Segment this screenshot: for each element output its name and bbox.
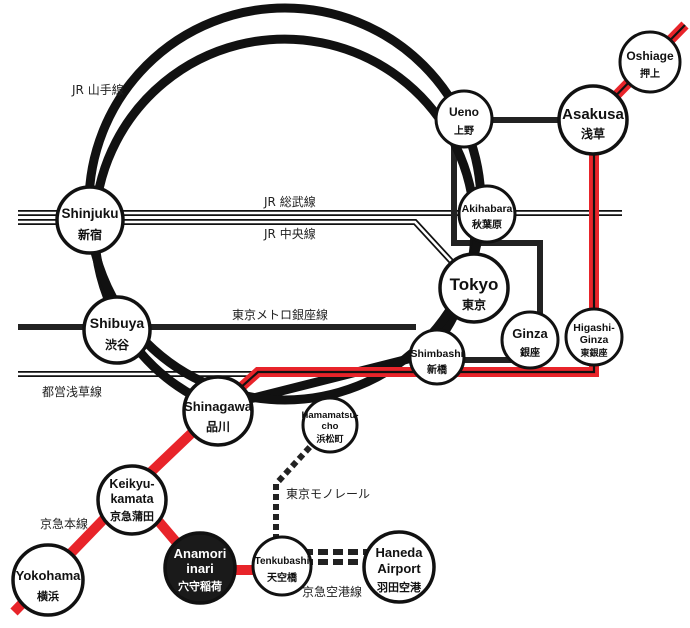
toei-asakusa-line-east	[214, 21, 689, 412]
station-anamori-inari-en-1: Anamori	[174, 546, 227, 561]
station-akihabara-jp: 秋葉原	[472, 218, 502, 231]
station-shimbashi-en: Shimbashi	[410, 348, 463, 360]
station-ginza-en: Ginza	[512, 326, 548, 341]
label-tokyo-monorail: 東京モノレール	[286, 487, 370, 501]
station-haneda-airport-en-2: Airport	[377, 561, 421, 576]
station-asakusa[interactable]: Asakusa 浅草	[557, 84, 629, 156]
station-oshiage[interactable]: Oshiage 押上	[618, 30, 682, 94]
label-toei-asakusa: 都営浅草線	[42, 384, 102, 399]
station-shibuya[interactable]: Shibuya 渋谷	[82, 295, 152, 365]
station-shibuya-jp: 渋谷	[105, 337, 130, 352]
station-ueno-en: Ueno	[449, 105, 479, 119]
station-yokohama[interactable]: Yokohama 横浜	[11, 543, 85, 617]
station-ueno[interactable]: Ueno 上野	[434, 89, 494, 149]
station-keikyu-kamata[interactable]: Keikyu- kamata 京急蒲田	[96, 464, 168, 536]
station-haneda-airport-en-1: Haneda	[376, 545, 424, 560]
station-shinagawa-jp: 品川	[206, 420, 230, 434]
station-keikyu-kamata-en-1: Keikyu-	[109, 477, 154, 491]
label-jr-sobu: JR 総武線	[263, 194, 316, 209]
station-shibuya-en: Shibuya	[90, 315, 145, 331]
station-tokyo[interactable]: Tokyo 東京	[438, 252, 510, 324]
station-shinjuku-en: Shinjuku	[62, 206, 119, 221]
station-shinagawa-en: Shinagawa	[184, 399, 253, 414]
station-anamori-inari-en-2: inari	[186, 561, 213, 576]
station-hamamatsucho-en-2: cho	[322, 421, 339, 432]
station-hamamatsucho[interactable]: Hamamatsu- cho 浜松町	[301, 396, 359, 454]
label-keikyu-main: 京急本線	[40, 516, 88, 531]
station-tenkubashi-jp: 天空橋	[267, 571, 298, 584]
station-akihabara[interactable]: Akihabara 秋葉原	[457, 184, 517, 244]
station-higashi-ginza[interactable]: Higashi- Ginza 東銀座	[564, 307, 624, 367]
station-yokohama-jp: 横浜	[37, 589, 59, 603]
station-oshiage-jp: 押上	[640, 67, 660, 80]
station-tokyo-en: Tokyo	[450, 275, 499, 294]
station-yokohama-en: Yokohama	[16, 568, 82, 583]
station-tenkubashi-en: Tenkubashi	[255, 556, 310, 567]
station-shimbashi[interactable]: Shimbashi 新橋	[408, 328, 466, 386]
station-ueno-jp: 上野	[454, 124, 474, 137]
station-keikyu-kamata-en-2: kamata	[110, 492, 154, 506]
station-hamamatsucho-en-1: Hamamatsu-	[301, 410, 358, 421]
station-haneda-airport[interactable]: Haneda Airport 羽田空港	[362, 530, 436, 604]
station-shinjuku[interactable]: Shinjuku 新宿	[55, 185, 125, 255]
station-akihabara-en: Akihabara	[462, 203, 513, 215]
station-ginza-jp: 銀座	[520, 346, 540, 359]
station-higashi-ginza-en-2: Ginza	[580, 334, 609, 346]
station-higashi-ginza-en-1: Higashi-	[573, 322, 615, 334]
station-anamori-inari-jp: 穴守稲荷	[178, 579, 222, 593]
station-anamori-inari[interactable]: Anamori inari 穴守稲荷	[163, 531, 237, 605]
station-oshiage-en: Oshiage	[626, 49, 674, 63]
station-shimbashi-jp: 新橋	[427, 363, 448, 376]
station-keikyu-kamata-jp: 京急蒲田	[110, 509, 154, 523]
station-shinagawa[interactable]: Shinagawa 品川	[182, 375, 254, 447]
station-ginza[interactable]: Ginza 銀座	[500, 310, 560, 370]
label-jr-yamanote: JR 山手線	[71, 82, 124, 97]
station-shinjuku-jp: 新宿	[78, 227, 102, 242]
label-jr-chuo: JR 中央線	[263, 226, 316, 241]
label-keikyu-airport: 京急空港線	[302, 584, 362, 599]
label-metro-ginza: 東京メトロ銀座線	[232, 307, 328, 322]
station-tenkubashi[interactable]: Tenkubashi 天空橋	[251, 535, 313, 597]
station-tokyo-jp: 東京	[462, 297, 486, 312]
station-asakusa-en: Asakusa	[562, 106, 624, 123]
station-haneda-airport-jp: 羽田空港	[377, 580, 422, 594]
station-hamamatsucho-jp: 浜松町	[316, 433, 343, 445]
station-higashi-ginza-jp: 東銀座	[580, 347, 607, 359]
station-asakusa-jp: 浅草	[581, 126, 605, 141]
